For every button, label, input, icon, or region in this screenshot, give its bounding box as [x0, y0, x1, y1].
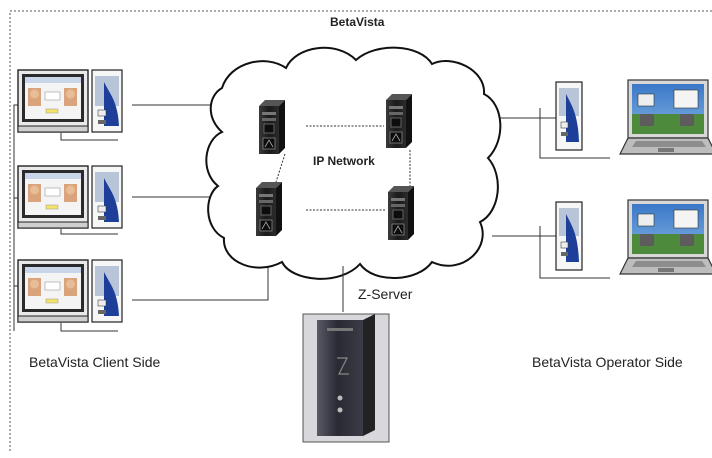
ip-network-label: IP Network: [313, 154, 375, 168]
diagram-title: BetaVista: [330, 15, 385, 29]
operator-connection-lines: [488, 108, 610, 279]
client-station-3: [17, 259, 123, 323]
client-station-1: [17, 69, 123, 133]
client-station-2: [17, 165, 123, 229]
client-side-label: BetaVista Client Side: [29, 354, 161, 370]
operator-side-label: BetaVista Operator Side: [532, 354, 683, 370]
operator-station-2: [555, 199, 712, 275]
network-links: [275, 125, 411, 211]
operator-station-1: [555, 79, 712, 155]
network-server-tr: [385, 93, 413, 149]
network-server-br: [387, 185, 415, 241]
outer-dashed-border: [9, 10, 712, 458]
z-server-icon: [302, 313, 390, 443]
z-server-label: Z-Server: [358, 286, 413, 302]
network-server-tl: [258, 99, 286, 155]
network-server-bl: [255, 181, 283, 237]
